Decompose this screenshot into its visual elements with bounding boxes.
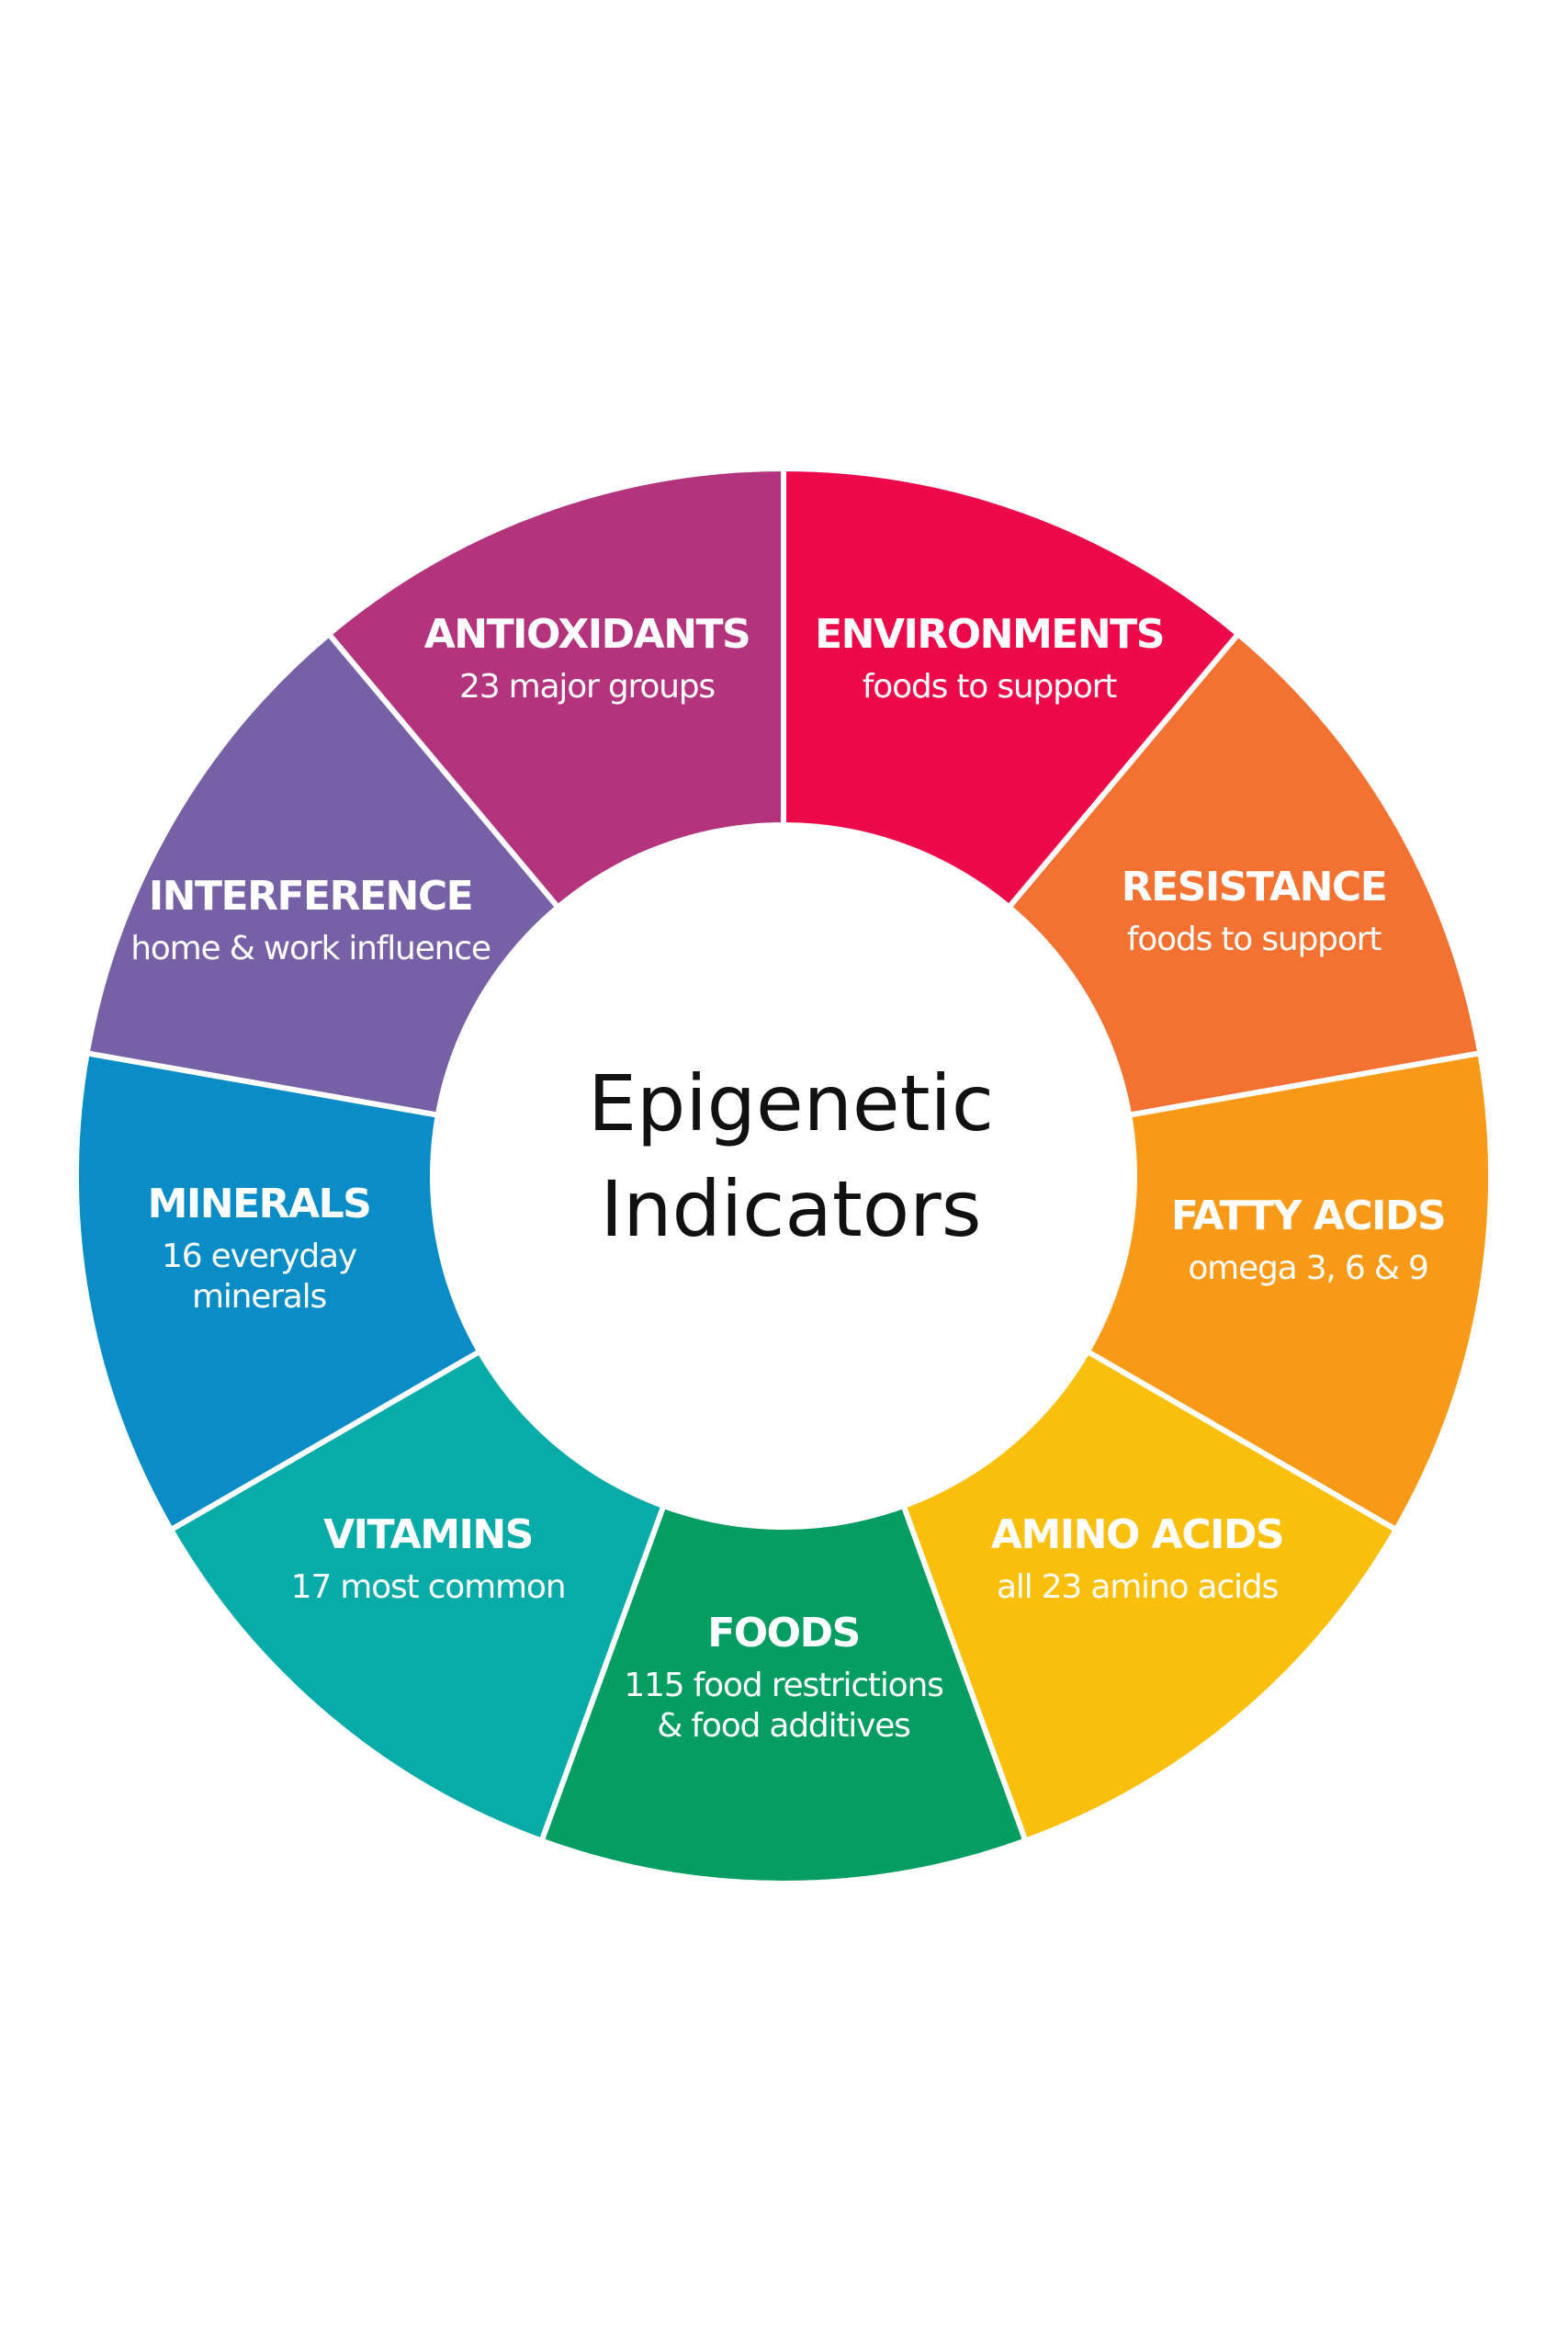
- segment-title: ENVIRONMENTS: [815, 611, 1164, 658]
- segment-title: RESISTANCE: [1122, 864, 1387, 910]
- segment-subtitle: foods to support: [1127, 921, 1382, 958]
- segment-label-interference: INTERFERENCE home & work influence: [130, 873, 491, 967]
- segment-subtitle: & food additives: [657, 1707, 909, 1745]
- segment-subtitle: 17 most common: [291, 1568, 566, 1606]
- segment-label-fatty-acids: FATTY ACIDS omega 3, 6 & 9: [1171, 1193, 1447, 1287]
- segment-subtitle: 23 major groups: [459, 668, 715, 706]
- segment-label-environments: ENVIRONMENTS foods to support: [815, 611, 1165, 706]
- center-disc: [430, 822, 1137, 1530]
- segment-title: VITAMINS: [323, 1511, 533, 1558]
- center-title-line1: Epigenetic: [588, 1058, 994, 1148]
- segment-subtitle: 16 everyday: [162, 1238, 357, 1275]
- segment-label-antioxidants: ANTIOXIDANTS 23 major groups: [424, 611, 751, 706]
- segment-title: INTERFERENCE: [149, 873, 472, 920]
- segment-title: FOODS: [707, 1610, 860, 1657]
- segment-subtitle: 115 food restrictions: [624, 1667, 942, 1704]
- segment-label-foods: FOODS 115 food restrictions& food additiv…: [624, 1610, 944, 1745]
- segment-subtitle: foods to support: [863, 668, 1117, 706]
- segment-title: FATTY ACIDS: [1171, 1193, 1445, 1239]
- segment-subtitle: all 23 amino acids: [997, 1568, 1278, 1606]
- segment-subtitle: minerals: [192, 1278, 326, 1316]
- segment-subtitle: home & work influence: [130, 930, 491, 967]
- segment-label-vitamins: VITAMINS 17 most common: [291, 1511, 567, 1606]
- center-title-line2: Indicators: [601, 1164, 982, 1254]
- segment-label-amino-acids: AMINO ACIDS all 23 amino acids: [991, 1511, 1285, 1606]
- segment-title: MINERALS: [148, 1181, 371, 1227]
- segment-title: ANTIOXIDANTS: [424, 611, 750, 658]
- segment-subtitle: omega 3, 6 & 9: [1188, 1250, 1427, 1287]
- segment-title: AMINO ACIDS: [991, 1511, 1283, 1558]
- segment-label-resistance: RESISTANCE foods to support: [1122, 864, 1388, 958]
